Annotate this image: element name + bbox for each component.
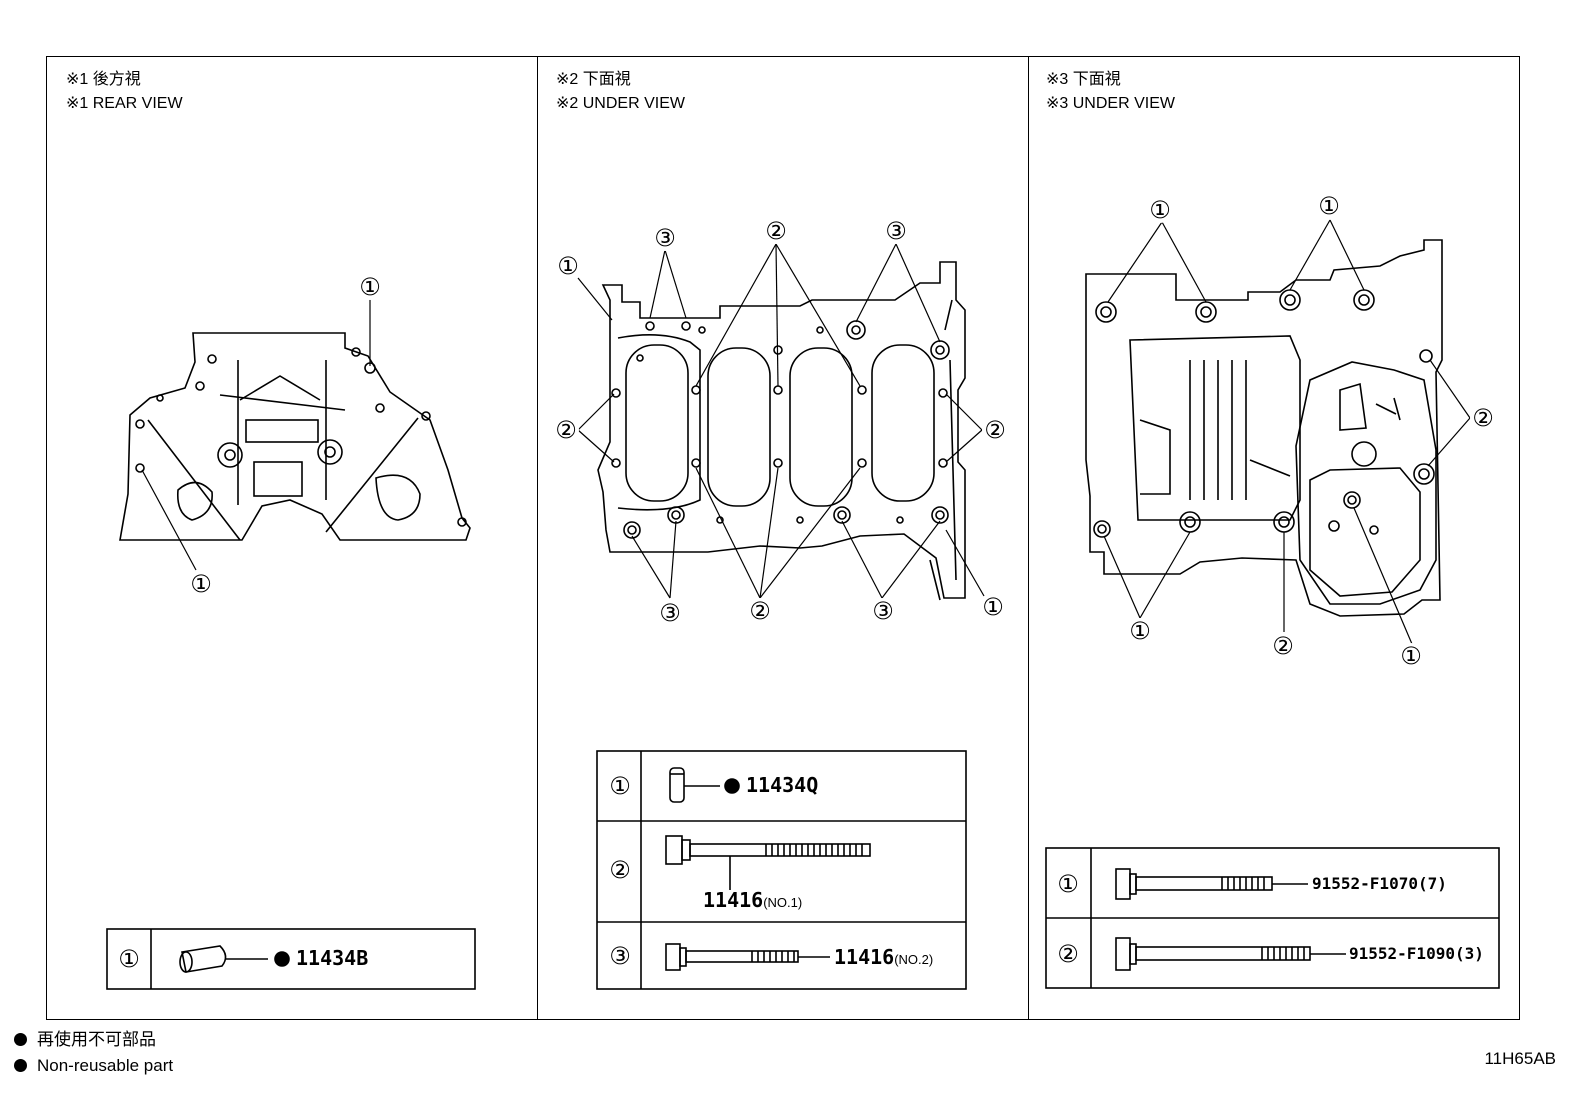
callout-under2-9: ①: [980, 594, 1006, 620]
part-number-91552-F1090: 91552-F1090(3): [1349, 944, 1484, 963]
parts-row-number-under3-1: ②: [1055, 941, 1081, 967]
part-number-11416: 11416: [834, 945, 895, 969]
legend-en-text: Non-reusable part: [37, 1056, 174, 1075]
panel2-title-jp: ※2 下面視: [556, 71, 631, 88]
under-view-block-drawing-2: [597, 261, 966, 601]
callout-under3-5: ①: [1398, 643, 1424, 669]
under-view-block-drawing-3: [1085, 239, 1443, 617]
callout-under2-4: ②: [553, 417, 579, 443]
callout-rear-1: ①: [188, 571, 214, 597]
rear-view-callout-lines: [141, 298, 371, 571]
parts-row-number-under3-0: ①: [1055, 871, 1081, 897]
drawing-code: 11H65AB: [1484, 1049, 1556, 1068]
parts-row-number-under2-0: ①: [607, 773, 633, 799]
callout-under3-2: ②: [1470, 405, 1496, 431]
panel-divider: [1028, 56, 1029, 1020]
part-number-91552-F1070: 91552-F1070(7): [1312, 874, 1447, 893]
panel2-title-en: ※2 UNDER VIEW: [556, 95, 685, 112]
legend-jp-text: 再使用不可部品: [37, 1030, 156, 1049]
callout-under2-7: ②: [747, 598, 773, 624]
callout-under2-0: ①: [555, 253, 581, 279]
callout-under3-3: ①: [1127, 618, 1153, 644]
callout-under2-1: ③: [652, 225, 678, 251]
non-reusable-dot-icon: [14, 1033, 27, 1046]
part-number-11416: 11416: [703, 888, 764, 912]
parts-table-rear: [106, 928, 476, 990]
under-view-2-callout-lines: [577, 243, 985, 599]
callout-under3-4: ②: [1270, 633, 1296, 659]
callout-under3-1: ①: [1316, 193, 1342, 219]
callout-under3-0: ①: [1147, 197, 1173, 223]
callout-under2-6: ③: [657, 600, 683, 626]
rear-view-block-drawing: [119, 332, 471, 541]
panel3-title-en: ※3 UNDER VIEW: [1046, 95, 1175, 112]
callout-rear-0: ①: [357, 274, 383, 300]
panel1-title-jp: ※1 後方視: [66, 71, 141, 88]
parts-row-number-under2-2: ③: [607, 943, 633, 969]
under-view-3-callout-lines: [1103, 219, 1471, 645]
callout-under2-8: ③: [870, 598, 896, 624]
parts-table-under-3: [1045, 847, 1500, 989]
callout-under2-5: ②: [982, 417, 1008, 443]
callout-under2-2: ②: [763, 218, 789, 244]
parts-row-number-rear-0: ①: [116, 946, 142, 972]
callout-under2-3: ③: [883, 218, 909, 244]
parts-row-number-under2-1: ②: [607, 857, 633, 883]
non-reusable-dot-icon: [14, 1059, 27, 1072]
part-number-11434Q: 11434Q: [746, 773, 819, 797]
legend-en: Non-reusable part: [14, 1055, 173, 1077]
part-suffix: (NO.2): [894, 952, 934, 967]
diagram-frame: [46, 56, 1520, 1020]
panel-divider: [537, 56, 538, 1020]
legend-jp: 再使用不可部品: [14, 1029, 156, 1051]
part-suffix: (NO.1): [763, 895, 803, 910]
part-number-11434B: 11434B: [296, 946, 369, 970]
part-label-11416-no1: 11416(NO.1): [703, 888, 802, 913]
panel1-title-en: ※1 REAR VIEW: [66, 95, 183, 112]
panel3-title-jp: ※3 下面視: [1046, 71, 1121, 88]
part-label-11416-no2: 11416(NO.2): [834, 945, 933, 970]
parts-table-under-2: [596, 750, 967, 990]
